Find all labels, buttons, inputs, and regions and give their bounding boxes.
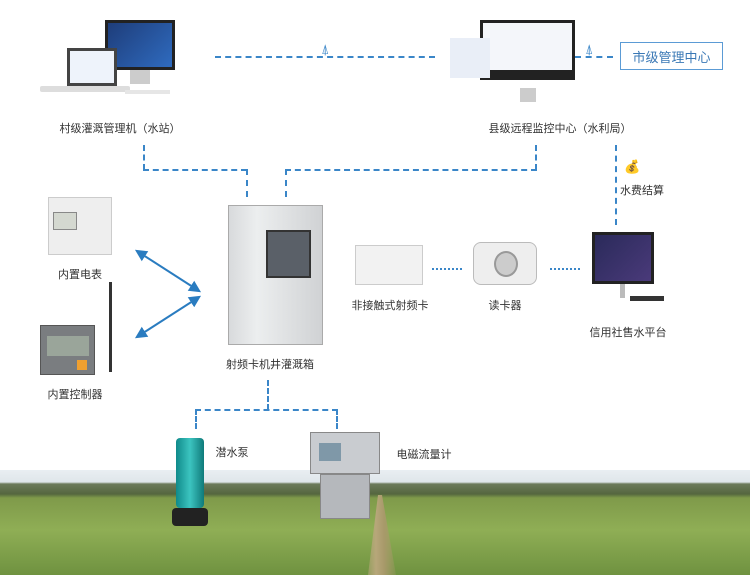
reader-label: 读卡器 (488, 299, 522, 312)
electric-meter (48, 197, 112, 255)
double-arrow-icon (134, 249, 202, 339)
electromagnetic-flowmeter (310, 432, 380, 522)
irrigation-cabinet (228, 205, 323, 345)
cabinet-label: 射频卡机井灌溉箱 (226, 358, 314, 371)
submersible-pump (172, 428, 208, 528)
city-center-box: 市级管理中心 (620, 42, 723, 70)
village-computer (35, 18, 185, 103)
pump-label: 潜水泵 (215, 446, 249, 459)
controller-label: 内置控制器 (47, 388, 103, 401)
village-label: 村级灌溉管理机（水站） (59, 122, 181, 135)
sales-platform-pc (592, 232, 667, 307)
rf-card (355, 245, 423, 285)
money-bag-icon: 💰 (624, 160, 641, 175)
county-label: 县级远程监控中心（水利局） (488, 122, 632, 135)
billing-label: 水费结算 (620, 184, 664, 197)
antenna (109, 282, 112, 372)
card-label: 非接触式射频卡 (351, 299, 429, 312)
card-reader (473, 242, 537, 285)
controller (40, 325, 95, 375)
platform-label: 信用社售水平台 (589, 326, 667, 339)
meter-label: 内置电表 (58, 268, 102, 281)
county-monitor (450, 18, 575, 108)
flowmeter-label: 电磁流量计 (396, 448, 452, 461)
tower-icon: ⍋ (321, 42, 330, 58)
tower-icon: ⍋ (585, 42, 594, 58)
